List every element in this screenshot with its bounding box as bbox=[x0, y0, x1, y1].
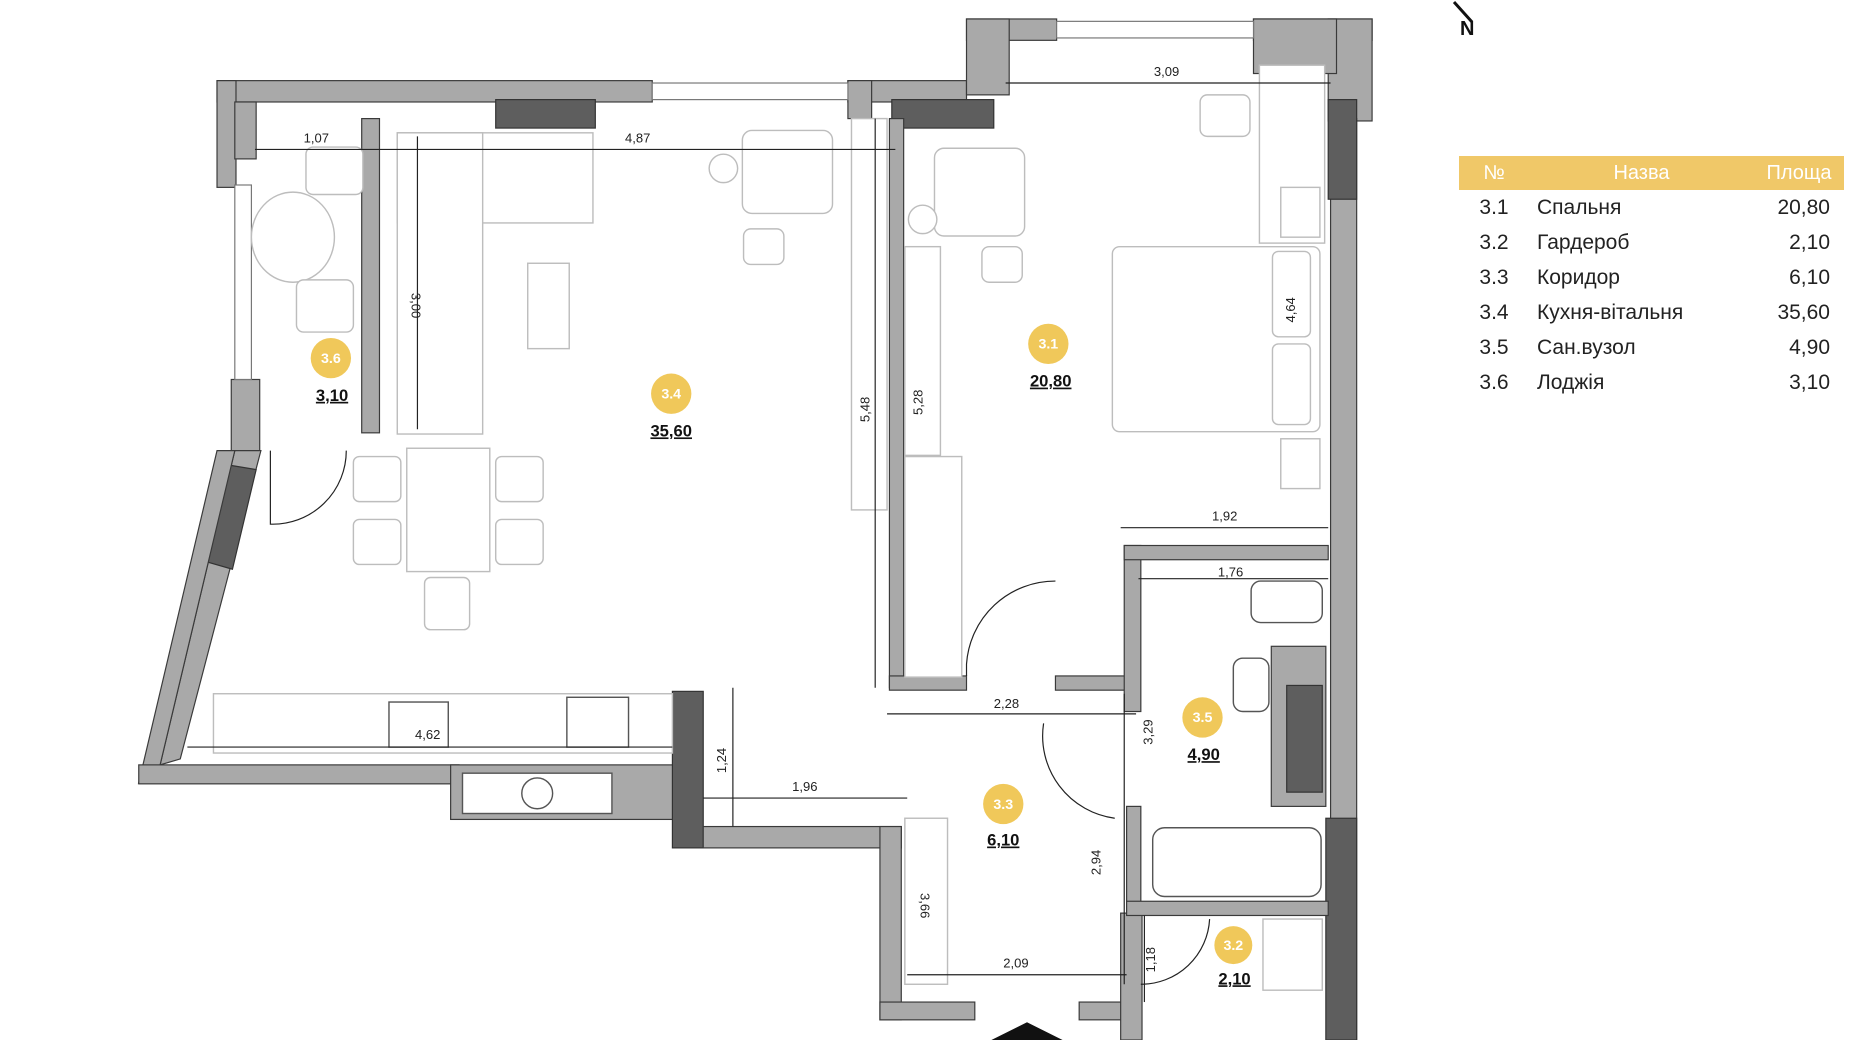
compass-north-label: N bbox=[1460, 18, 1475, 40]
room-number: 3.6 bbox=[321, 351, 341, 367]
dimension-lines bbox=[187, 82, 1331, 1003]
room-3-3: 3.3 6,10 bbox=[983, 783, 1024, 850]
dimension-labels: 1,07 4,87 3,09 3,00 5,48 5,28 4,64 1,92 … bbox=[304, 64, 1298, 973]
row-number: 3.3 bbox=[1479, 265, 1509, 289]
dim-corridor-left: 1,96 bbox=[792, 779, 817, 794]
legend-row: 3.2 Гардероб 2,10 bbox=[1459, 225, 1844, 260]
furniture bbox=[212, 64, 1326, 991]
dim-bed-length: 4,64 bbox=[1283, 297, 1298, 322]
room-number: 3.4 bbox=[661, 386, 681, 402]
legend-row: 3.1 Спальня 20,80 bbox=[1459, 190, 1844, 225]
dim-bedroom-lower: 1,92 bbox=[1212, 509, 1237, 524]
dim-loggia-width: 1,07 bbox=[304, 130, 329, 145]
compass-arrow-icon bbox=[1452, 0, 1474, 24]
row-area: 20,80 bbox=[1777, 195, 1830, 219]
row-name: Гардероб bbox=[1537, 230, 1630, 254]
row-number: 3.2 bbox=[1479, 230, 1509, 254]
room-number: 3.5 bbox=[1193, 710, 1213, 726]
row-name: Сан.вузол bbox=[1537, 335, 1636, 359]
dim-bedroom-width: 3,09 bbox=[1154, 64, 1179, 79]
room-area: 4,90 bbox=[1188, 745, 1220, 764]
row-area: 4,90 bbox=[1789, 335, 1830, 359]
row-area: 6,10 bbox=[1789, 265, 1830, 289]
room-3-1: 3.1 20,80 bbox=[1028, 323, 1072, 391]
dim-bath-depth: 3,29 bbox=[1141, 719, 1156, 744]
dim-entry-width: 2,09 bbox=[1003, 956, 1028, 971]
legend-row: 3.5 Сан.вузол 4,90 bbox=[1459, 330, 1844, 365]
row-number: 3.6 bbox=[1479, 370, 1509, 394]
dim-corridor-depth: 2,94 bbox=[1089, 850, 1104, 875]
dim-bath-width: 1,76 bbox=[1218, 564, 1243, 579]
dim-corridor-top: 2,28 bbox=[994, 696, 1019, 711]
room-3-4: 3.4 35,60 bbox=[650, 373, 692, 440]
row-area: 35,60 bbox=[1777, 300, 1830, 324]
room-number: 3.3 bbox=[993, 797, 1013, 813]
entrance-arrow-icon bbox=[991, 1022, 1063, 1040]
room-area: 3,10 bbox=[316, 386, 348, 405]
row-number: 3.4 bbox=[1479, 300, 1509, 324]
legend-row: 3.6 Лоджія 3,10 bbox=[1459, 365, 1844, 400]
row-name: Кухня-вітальня bbox=[1537, 300, 1684, 324]
row-number: 3.1 bbox=[1479, 195, 1509, 219]
header-name: Назва bbox=[1613, 161, 1670, 184]
dim-entry-depth: 3,66 bbox=[917, 893, 932, 918]
room-area: 2,10 bbox=[1218, 969, 1250, 988]
row-number: 3.5 bbox=[1479, 335, 1509, 359]
row-name: Спальня bbox=[1537, 195, 1622, 219]
room-legend-table: № Назва Площа 3.1 Спальня 20,80 3.2 Гардеро… bbox=[1459, 156, 1844, 400]
legend-row: 3.4 Кухня-вітальня 35,60 bbox=[1459, 295, 1844, 330]
dim-wardrobe-depth: 1,18 bbox=[1143, 947, 1158, 972]
dim-living-depth: 5,48 bbox=[857, 397, 872, 422]
room-3-2: 3.2 2,10 bbox=[1214, 926, 1253, 988]
dim-sofa-depth: 3,00 bbox=[409, 293, 424, 318]
room-area: 35,60 bbox=[650, 421, 692, 440]
doors bbox=[269, 450, 1211, 985]
room-area: 20,80 bbox=[1030, 372, 1072, 391]
room-area: 6,10 bbox=[987, 831, 1019, 850]
row-area: 3,10 bbox=[1789, 370, 1830, 394]
room-number: 3.1 bbox=[1038, 337, 1058, 353]
row-name: Коридор bbox=[1537, 265, 1620, 289]
header-number: № bbox=[1483, 161, 1505, 184]
windows bbox=[234, 20, 1255, 381]
dim-bedroom-depth: 5,28 bbox=[911, 390, 926, 415]
room-3-5: 3.5 4,90 bbox=[1182, 697, 1223, 764]
room-number: 3.2 bbox=[1223, 938, 1243, 954]
dim-living-width: 4,87 bbox=[625, 130, 650, 145]
dim-kitchen-depth: 1,24 bbox=[714, 748, 729, 773]
legend-header: № Назва Площа bbox=[1459, 156, 1844, 190]
dim-kitchen-len: 4,62 bbox=[415, 727, 440, 742]
legend-row: 3.3 Коридор 6,10 bbox=[1459, 260, 1844, 295]
room-3-6: 3.6 3,10 bbox=[310, 337, 352, 405]
row-name: Лоджія bbox=[1537, 370, 1605, 394]
row-area: 2,10 bbox=[1789, 230, 1830, 254]
header-area: Площа bbox=[1766, 161, 1832, 184]
